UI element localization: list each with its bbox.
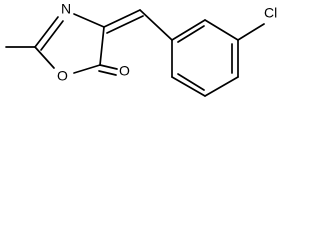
atom-label-nitrogen: N (61, 1, 71, 17)
bond-linker (139, 9, 173, 41)
bond-ring-1-inner (177, 25, 205, 43)
bond-ring-2 (204, 19, 239, 41)
bond-carbonyl-b (98, 70, 117, 76)
bond-c2-o1 (34, 46, 55, 69)
bond-c-cl (237, 23, 265, 41)
bond-ring-1 (171, 19, 206, 41)
bond-exocyclic-a (103, 9, 141, 28)
bond-n-c4 (73, 13, 105, 28)
atom-label-oxygen-ring: O (57, 68, 68, 84)
bond-c2-n-double-a (34, 16, 59, 48)
chemical-structure: N O O Cl (5, 1, 277, 97)
bond-carbonyl-a (99, 64, 118, 70)
bond-c4-c5 (99, 26, 105, 66)
bond-o1-c5 (73, 64, 101, 74)
bond-c2-n-double-b (40, 20, 64, 51)
bond-ring-4 (204, 76, 239, 97)
atom-labels: N O O Cl (57, 1, 277, 84)
atom-label-oxygen-carbonyl: O (119, 63, 130, 79)
bonds (5, 9, 265, 97)
bond-ring-5 (171, 76, 206, 97)
bond-ring-5-inner (177, 73, 205, 91)
atom-label-chlorine: Cl (264, 5, 277, 21)
bond-exocyclic-b (106, 15, 144, 34)
